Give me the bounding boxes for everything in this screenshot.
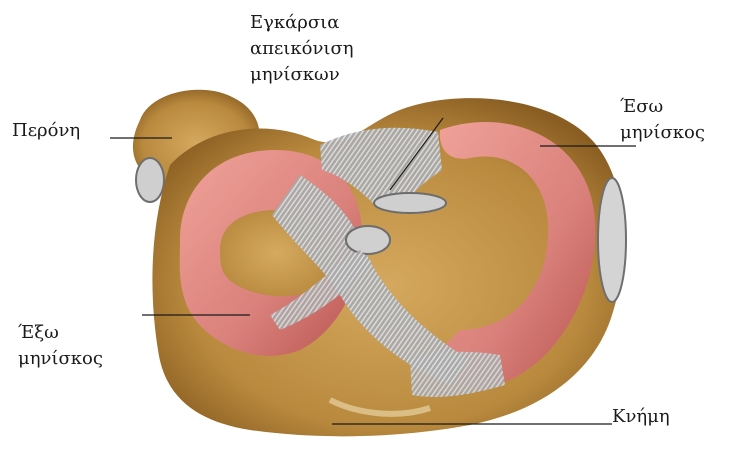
label-medial-meniscus: Έσω μηνίσκος xyxy=(620,94,705,146)
label-transverse-ligament: Εγκάρσια απεικόνιση μηνίσκων xyxy=(250,10,354,88)
label-line: μηνίσκος xyxy=(18,346,103,372)
label-fibula: Περόνη xyxy=(12,118,80,144)
label-line: Εγκάρσια xyxy=(250,10,354,36)
label-line: απεικόνιση xyxy=(250,36,354,62)
label-line: Έσω xyxy=(620,94,705,120)
label-lateral-meniscus: Έξω μηνίσκος xyxy=(18,320,103,372)
label-line: μηνίσκων xyxy=(250,62,354,88)
label-line: μηνίσκος xyxy=(620,120,705,146)
label-tibia: Κνήμη xyxy=(612,404,670,430)
label-line: Έξω xyxy=(18,320,103,346)
